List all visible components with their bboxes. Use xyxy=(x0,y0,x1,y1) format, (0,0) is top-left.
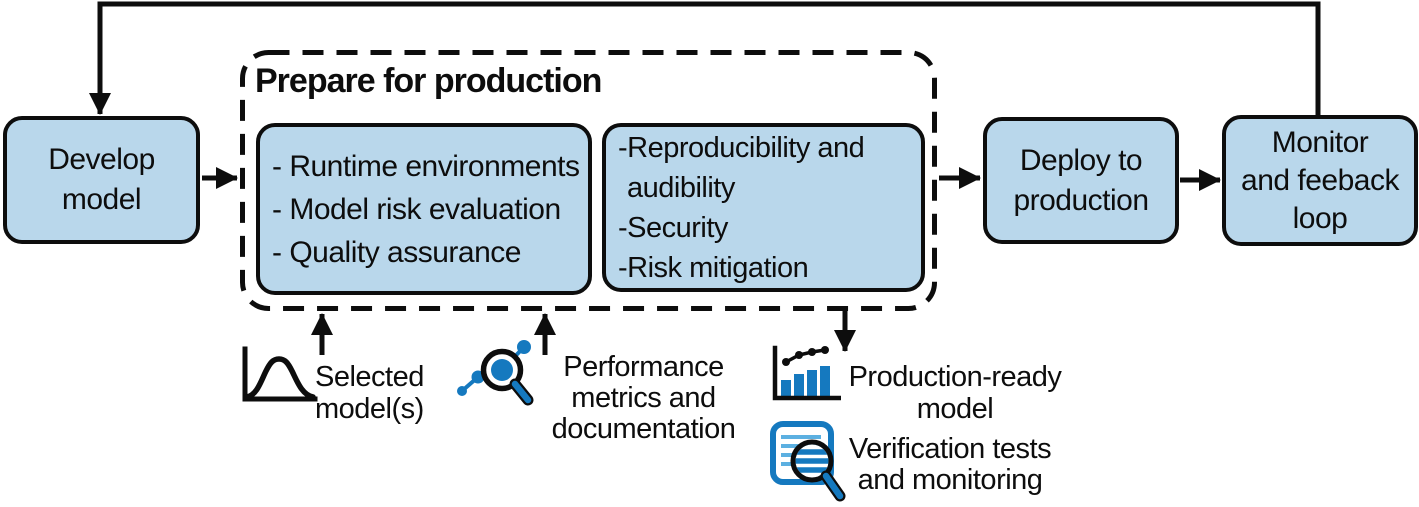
bell-curve-icon xyxy=(242,346,318,402)
node-deploy-to-production: Deploy to production xyxy=(983,117,1179,244)
prepare-checklist-box: - Runtime environments - Model risk eval… xyxy=(256,123,592,295)
performance-metrics-label: Performance metrics and documentation xyxy=(551,351,736,445)
checklist-item: - Runtime environments xyxy=(272,149,580,183)
selected-model-label: Selected model(s) xyxy=(315,361,424,425)
document-magnifier-icon xyxy=(770,421,846,502)
feedback-arrow xyxy=(89,1,1321,116)
verification-label: Verification tests and monitoring xyxy=(848,433,1052,496)
node-label: Monitor and feeback loop xyxy=(1241,125,1399,235)
governance-item: -Security xyxy=(618,211,728,244)
production-ready-label: Production-ready model xyxy=(848,361,1062,425)
node-develop-model: Develop model xyxy=(3,116,200,244)
governance-item-wrap: audibility xyxy=(627,171,735,204)
network-magnifier-icon xyxy=(457,340,534,406)
governance-item: -Reproducibility and xyxy=(618,131,865,164)
bar-chart-trend-icon xyxy=(772,345,841,401)
checklist-item: - Model risk evaluation xyxy=(272,192,561,226)
node-monitor-feedback-loop: Monitor and feeback loop xyxy=(1222,115,1418,246)
governance-item: -Risk mitigation xyxy=(618,251,809,284)
prepare-group-title: Prepare for production xyxy=(255,62,602,100)
prepare-governance-box: -Reproducibility and audibility -Securit… xyxy=(602,123,925,292)
checklist-item: - Quality assurance xyxy=(272,235,521,269)
node-label: Develop model xyxy=(48,143,155,216)
node-label: Deploy to production xyxy=(1013,143,1149,217)
prepare-group-border xyxy=(240,50,937,311)
